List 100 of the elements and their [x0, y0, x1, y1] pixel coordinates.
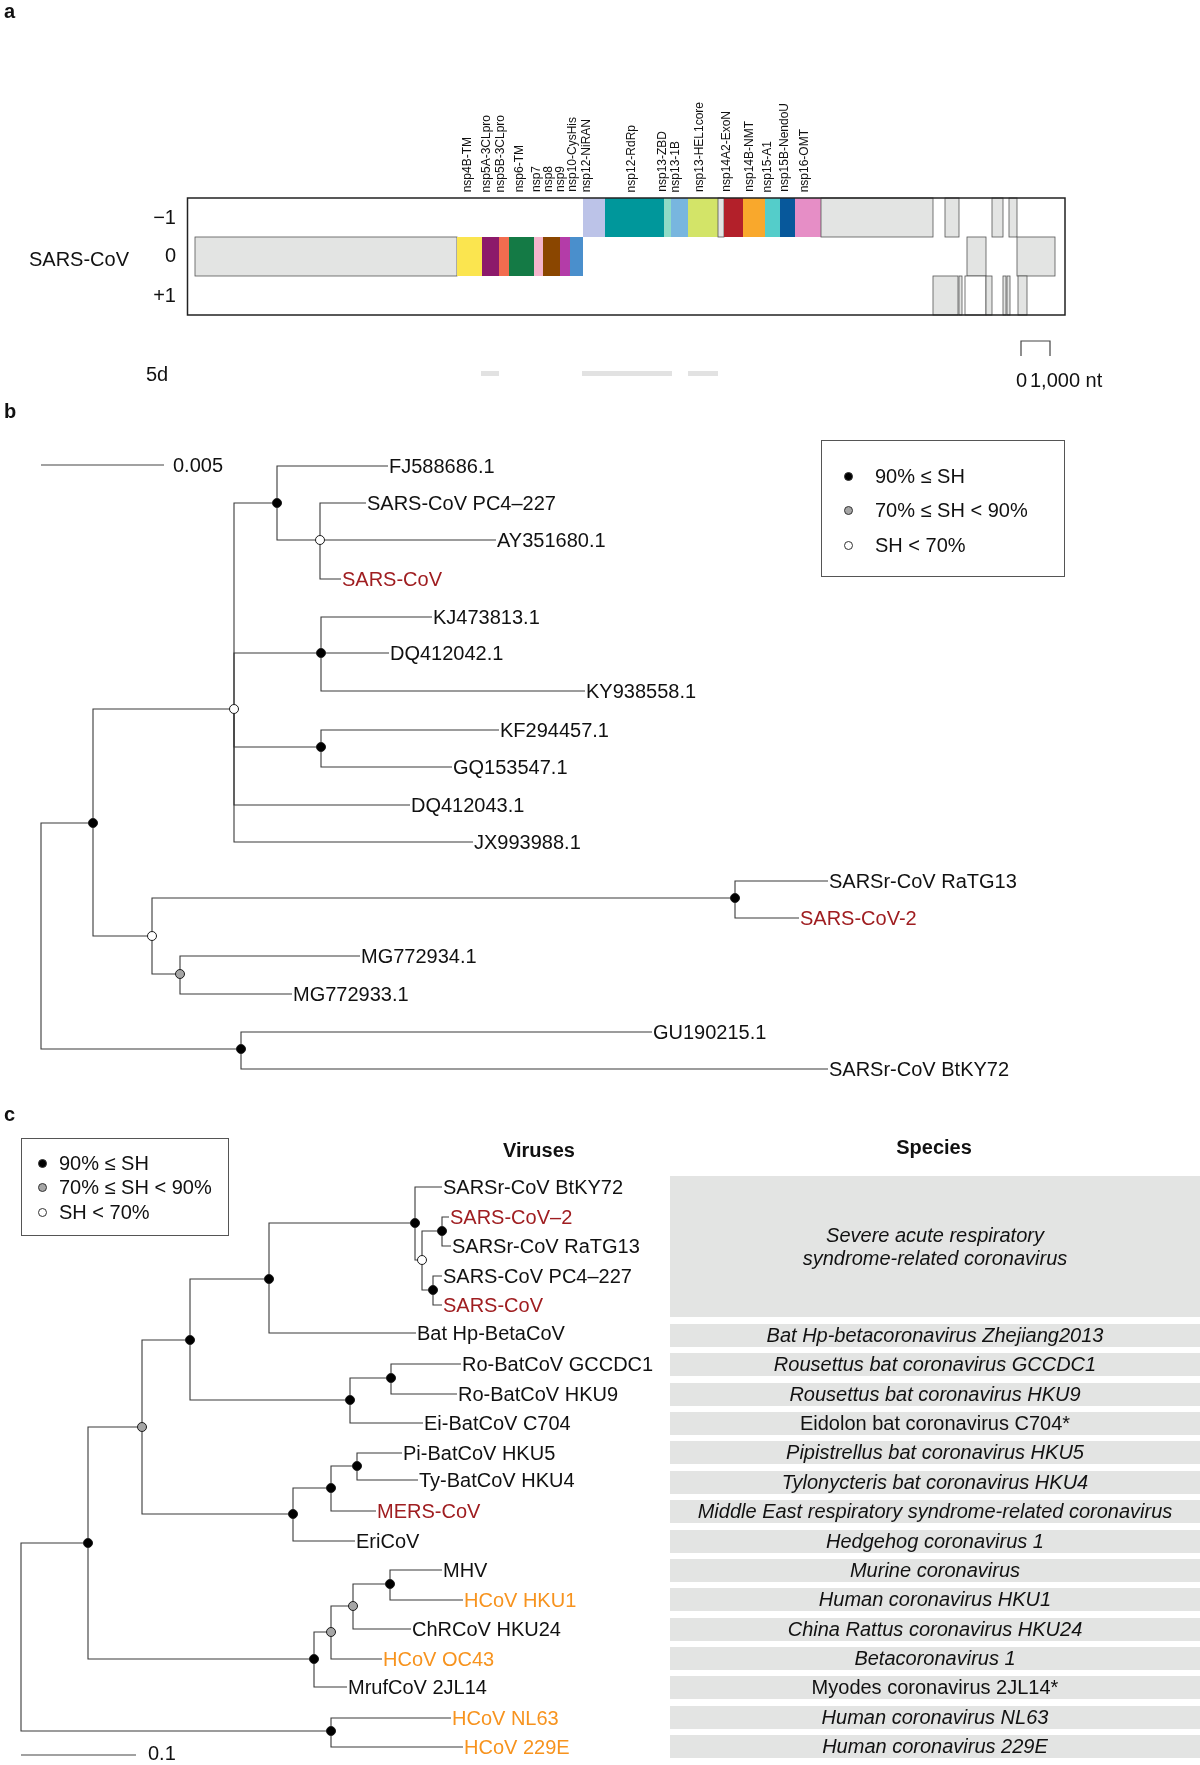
- branch-line: [40, 822, 237, 1050]
- taxon-label: GU190215.1: [653, 1020, 767, 1044]
- branch-line: [233, 652, 317, 705]
- branch-line: [92, 827, 148, 937]
- domain-label: nsp14A2-ExoN: [720, 111, 732, 192]
- taxon-label: DQ412042.1: [390, 641, 504, 665]
- domain-label: nsp7: [530, 165, 542, 192]
- branch-line: [349, 1404, 424, 1424]
- branch-line: [421, 1230, 438, 1256]
- branch-line: [441, 1235, 452, 1247]
- branch-line: [325, 652, 390, 654]
- column-heading: Species: [896, 1136, 972, 1158]
- species-band: Human coronavirus 229E: [670, 1734, 1200, 1758]
- taxon-label: SARSr-CoV RaTG13: [452, 1234, 640, 1258]
- domain-label: nsp10-CysHis: [566, 117, 578, 192]
- branch-line: [189, 1344, 346, 1401]
- branch-line: [276, 465, 389, 499]
- domain-label: nsp14B-NMT: [743, 121, 755, 192]
- genome-label: SARS-CoV: [29, 248, 130, 270]
- taxon-label: Ei-BatCoV C704: [424, 1411, 571, 1435]
- species-band: Myodes coronavirus 2JL14*: [670, 1675, 1200, 1699]
- species-band: China Rattus coronavirus HKU24: [670, 1617, 1200, 1641]
- scale-label: 1,000 nt: [1030, 369, 1103, 391]
- taxon-label: Ty-BatCoV HKU4: [419, 1468, 575, 1492]
- branch-line: [734, 902, 800, 919]
- domain-label: nsp16-OMT: [798, 128, 810, 192]
- domain-label: nsp15-A1: [761, 140, 773, 192]
- branch-line: [189, 1278, 265, 1336]
- taxon-label: EriCoV: [356, 1529, 420, 1553]
- branch-line: [390, 1382, 458, 1395]
- taxon-label: MG772933.1: [293, 982, 409, 1006]
- taxon-label: MrufCoV 2JL14: [348, 1675, 487, 1699]
- species-band: Rousettus bat coronavirus GCCDC1: [670, 1352, 1200, 1376]
- taxon-label: DQ412043.1: [411, 793, 525, 817]
- taxon-label: SARSr-CoV BtKY72: [829, 1057, 1010, 1081]
- branch-line: [313, 1631, 327, 1655]
- taxon-label: HCoV HKU1: [464, 1588, 577, 1612]
- reading-frame-label: 0: [164, 244, 176, 266]
- legend-label: SH < 70%: [59, 1201, 150, 1223]
- domain-label: nsp9: [554, 165, 566, 192]
- species-band: Tylonycteris bat coronavirus HKU4: [670, 1470, 1200, 1494]
- branch-line: [92, 708, 230, 819]
- species-band: Human coronavirus NL63: [670, 1705, 1200, 1729]
- species-band: Pipistrellus bat coronavirus HKU5: [670, 1440, 1200, 1464]
- domain-label: nsp5B-3CLpro: [494, 114, 506, 192]
- domain-label: nsp13-HEL1core: [693, 101, 705, 192]
- scale-label: 0.005: [173, 454, 224, 476]
- branch-line: [240, 1031, 653, 1045]
- species-band: Eidolon bat coronavirus C704*: [670, 1411, 1200, 1435]
- taxon-label: MG772934.1: [361, 944, 477, 968]
- branch-line: [320, 729, 500, 743]
- branch-line: [141, 1339, 186, 1423]
- domain-label: nsp8: [542, 165, 554, 192]
- taxon-label: JX993988.1: [474, 830, 581, 854]
- taxon-label: ChRCoV HKU24: [412, 1617, 561, 1641]
- column-heading: Viruses: [503, 1139, 575, 1161]
- reading-frame-label: −1: [153, 206, 176, 228]
- branch-line: [389, 1588, 464, 1601]
- taxon-label: SARSr-CoV BtKY72: [443, 1175, 624, 1199]
- branch-line: [330, 1636, 383, 1660]
- taxon-label: HCoV OC43: [383, 1647, 495, 1671]
- species-band: Murine coronavirus: [670, 1558, 1200, 1582]
- panel-letter: a: [4, 0, 16, 22]
- branch-line: [292, 1518, 356, 1542]
- branch-line: [432, 1275, 443, 1286]
- legend-label: 90% ≤ SH: [59, 1152, 149, 1174]
- branch-line: [356, 1470, 419, 1481]
- branch-line: [319, 544, 342, 580]
- branch-line: [352, 1610, 412, 1630]
- species-band: Middle East respiratory syndrome-related coronavirus: [670, 1499, 1200, 1523]
- branch-line: [320, 751, 453, 768]
- branch-line: [319, 502, 367, 536]
- branch-line: [292, 1487, 327, 1510]
- branch-line: [151, 940, 176, 975]
- legend-label: 90% ≤ SH: [875, 465, 965, 487]
- taxon-label: SARS-CoV PC4–227: [367, 491, 556, 515]
- domain-label: nsp13-1B: [669, 140, 681, 192]
- branch-line: [330, 1717, 452, 1727]
- domain-label: nsp4B-TM: [461, 136, 473, 192]
- taxon-label: SARS-CoV–2: [450, 1205, 573, 1229]
- taxon-label: MHV: [443, 1558, 488, 1582]
- taxon-label: KF294457.1: [500, 718, 609, 742]
- branch-line: [330, 1735, 464, 1748]
- branch-line: [352, 1583, 386, 1602]
- panel-letter: c: [4, 1103, 16, 1125]
- taxon-label: SARS-CoV: [443, 1293, 544, 1317]
- taxon-label: KY938558.1: [586, 679, 697, 703]
- taxon-label: SARS-CoV PC4–227: [443, 1264, 632, 1288]
- domain-label: nsp12-RdRp: [625, 124, 637, 192]
- scale-label: 0: [1016, 369, 1028, 391]
- legend-label: 70% ≤ SH < 90%: [875, 499, 1028, 521]
- branch-line: [276, 507, 316, 541]
- species-band: Hedgehog coronavirus 1: [670, 1529, 1200, 1553]
- branch-line: [414, 1227, 418, 1261]
- taxon-label: SARS-CoV: [342, 567, 443, 591]
- legend-label: SH < 70%: [875, 534, 966, 556]
- domain-label: nsp5A-3CLpro: [480, 114, 492, 192]
- domain-label: nsp13-ZBD: [656, 131, 668, 192]
- branch-line: [356, 1452, 403, 1462]
- species-band: Rousettus bat coronavirus HKU9: [670, 1382, 1200, 1406]
